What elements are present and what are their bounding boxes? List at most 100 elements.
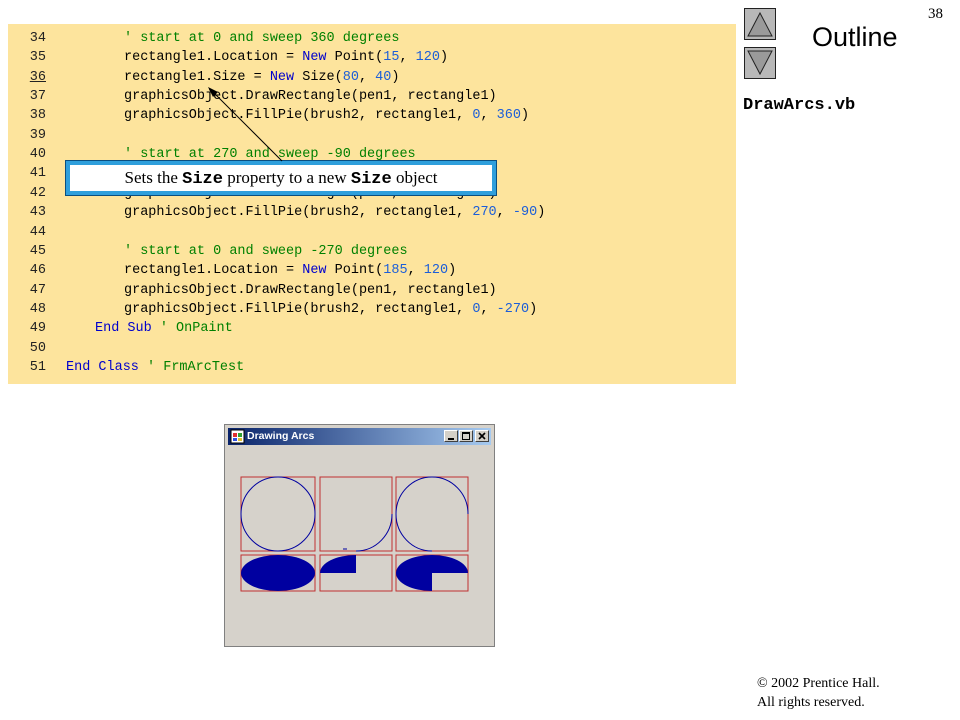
code-number: -270 [496, 301, 530, 317]
triangle-up-icon [747, 11, 773, 37]
code-comment: ' start at 0 and sweep -270 degrees [124, 243, 408, 259]
minimize-button[interactable] [444, 430, 458, 442]
window-titlebar[interactable]: Drawing Arcs [228, 428, 491, 445]
arc-full-circle [240, 476, 316, 552]
outline-label: Outline [812, 22, 898, 52]
code-token: ) [537, 205, 546, 221]
line-number: 40 [29, 147, 46, 163]
code-text: graphicsObject.DrawRectangle(pen1, recta… [124, 87, 497, 106]
outline-up-button[interactable] [744, 8, 776, 40]
close-button[interactable] [475, 430, 489, 442]
callout-code-size-1: Size [182, 170, 223, 189]
code-keyword: End Sub [95, 321, 152, 337]
code-number: -90 [512, 205, 538, 221]
line-number: 48 [29, 301, 46, 317]
line-number: 36 [29, 69, 46, 85]
code-number: 120 [423, 263, 449, 279]
line-number: 41 [29, 166, 46, 182]
code-text: rectangle1.Size = New Size(80, 40) [124, 68, 399, 87]
triangle-down-icon [747, 50, 773, 76]
code-token: rectangle1.Location = [124, 263, 303, 279]
code-token: , [496, 205, 513, 221]
line-number: 46 [29, 263, 46, 279]
code-token: , [480, 301, 497, 317]
line-number: 43 [29, 205, 46, 221]
window-title: Drawing Arcs [247, 430, 315, 442]
line-number: 37 [29, 89, 46, 105]
code-number: 15 [383, 50, 400, 66]
line-number: 50 [29, 340, 46, 356]
code-token: graphicsObject.FillPie(brush2, rectangle… [124, 108, 473, 124]
line-number: 47 [29, 282, 46, 298]
code-token: ) [391, 69, 400, 85]
code-text: rectangle1.Location = New Point(15, 120) [124, 48, 448, 67]
callout-prefix: Sets the [124, 168, 183, 187]
code-token: graphicsObject.DrawRectangle(pen1, recta… [124, 89, 497, 105]
code-number: 0 [472, 108, 481, 124]
annotation-callout: Sets the Size property to a new Size obj… [65, 160, 497, 196]
code-number: 360 [496, 108, 521, 124]
code-token: graphicsObject.FillPie(brush2, rectangle… [124, 205, 473, 221]
outline-down-button[interactable] [744, 47, 776, 79]
maximize-icon [462, 432, 470, 440]
line-number: 34 [29, 31, 46, 46]
code-text: ' start at 0 and sweep 360 degrees [124, 29, 399, 48]
code-token: Size( [294, 69, 343, 85]
code-keyword: End Class [66, 359, 139, 375]
slide-number: 38 [928, 6, 943, 22]
arc-quarter [355, 513, 393, 552]
code-token: ) [520, 108, 530, 124]
code-token: graphicsObject.FillPie(brush2, rectangle… [124, 301, 473, 317]
line-number: 35 [29, 50, 46, 66]
callout-text: Sets the Size property to a new Size obj… [70, 165, 492, 191]
code-text: graphicsObject.FillPie(brush2, rectangle… [124, 300, 537, 319]
line-number: 42 [29, 185, 46, 201]
code-text: ' start at 0 and sweep -270 degrees [124, 242, 408, 261]
code-text: End Sub ' OnPaint [95, 319, 233, 338]
code-token: graphicsObject.DrawRectangle(pen1, recta… [124, 282, 497, 298]
callout-code-size-2: Size [350, 170, 392, 189]
code-token: Point( [326, 263, 384, 279]
copyright-line-2: All rights reserved. [757, 695, 865, 710]
code-text: graphicsObject.FillPie(brush2, rectangle… [124, 106, 529, 125]
code-token: ) [439, 50, 449, 66]
close-icon [478, 432, 486, 440]
line-number: 51 [29, 359, 46, 375]
code-keyword: New [302, 50, 327, 66]
line-number: 39 [29, 127, 46, 143]
arc-drawing-canvas [240, 476, 469, 592]
code-number: 40 [375, 69, 392, 85]
code-number: 0 [472, 301, 481, 317]
line-number: 49 [29, 321, 46, 337]
code-token: , [407, 263, 424, 279]
code-token: ) [529, 301, 538, 317]
copyright-notice: © 2002 Prentice Hall. All rights reserve… [757, 674, 880, 712]
pie-three-quarter [396, 555, 468, 591]
drawing-arcs-window: Drawing Arcs [224, 424, 495, 647]
code-token: , [358, 69, 376, 85]
line-number: 45 [29, 243, 46, 259]
file-name-label: DrawArcs.vb [743, 96, 856, 115]
line-number: 44 [29, 224, 46, 240]
code-token: Point( [326, 50, 384, 66]
copyright-line-1: © 2002 Prentice Hall. [757, 676, 880, 691]
code-comment: ' start at 0 and sweep 360 degrees [124, 31, 400, 46]
code-keyword: New [269, 69, 295, 85]
code-text: graphicsObject.DrawRectangle(pen1, recta… [124, 281, 497, 300]
pie-full [241, 555, 315, 591]
code-token: rectangle1.Location = [124, 50, 303, 66]
arc-three-quarter [395, 476, 469, 552]
code-token: , [399, 50, 416, 66]
code-token: rectangle1.Size = [124, 69, 270, 85]
maximize-button[interactable] [459, 430, 473, 442]
callout-suffix: object [391, 168, 438, 187]
code-comment: ' OnPaint [151, 321, 233, 337]
line-number: 38 [29, 108, 46, 124]
callout-middle: property to a new [222, 168, 351, 187]
code-number: 80 [342, 69, 359, 85]
code-number: 185 [383, 263, 408, 279]
code-number: 120 [415, 50, 440, 66]
code-listing: 34 ' start at 0 and sweep 360 degrees 35 re… [8, 24, 736, 384]
minimize-icon [448, 438, 454, 440]
code-text: rectangle1.Location = New Point(185, 120… [124, 261, 456, 280]
